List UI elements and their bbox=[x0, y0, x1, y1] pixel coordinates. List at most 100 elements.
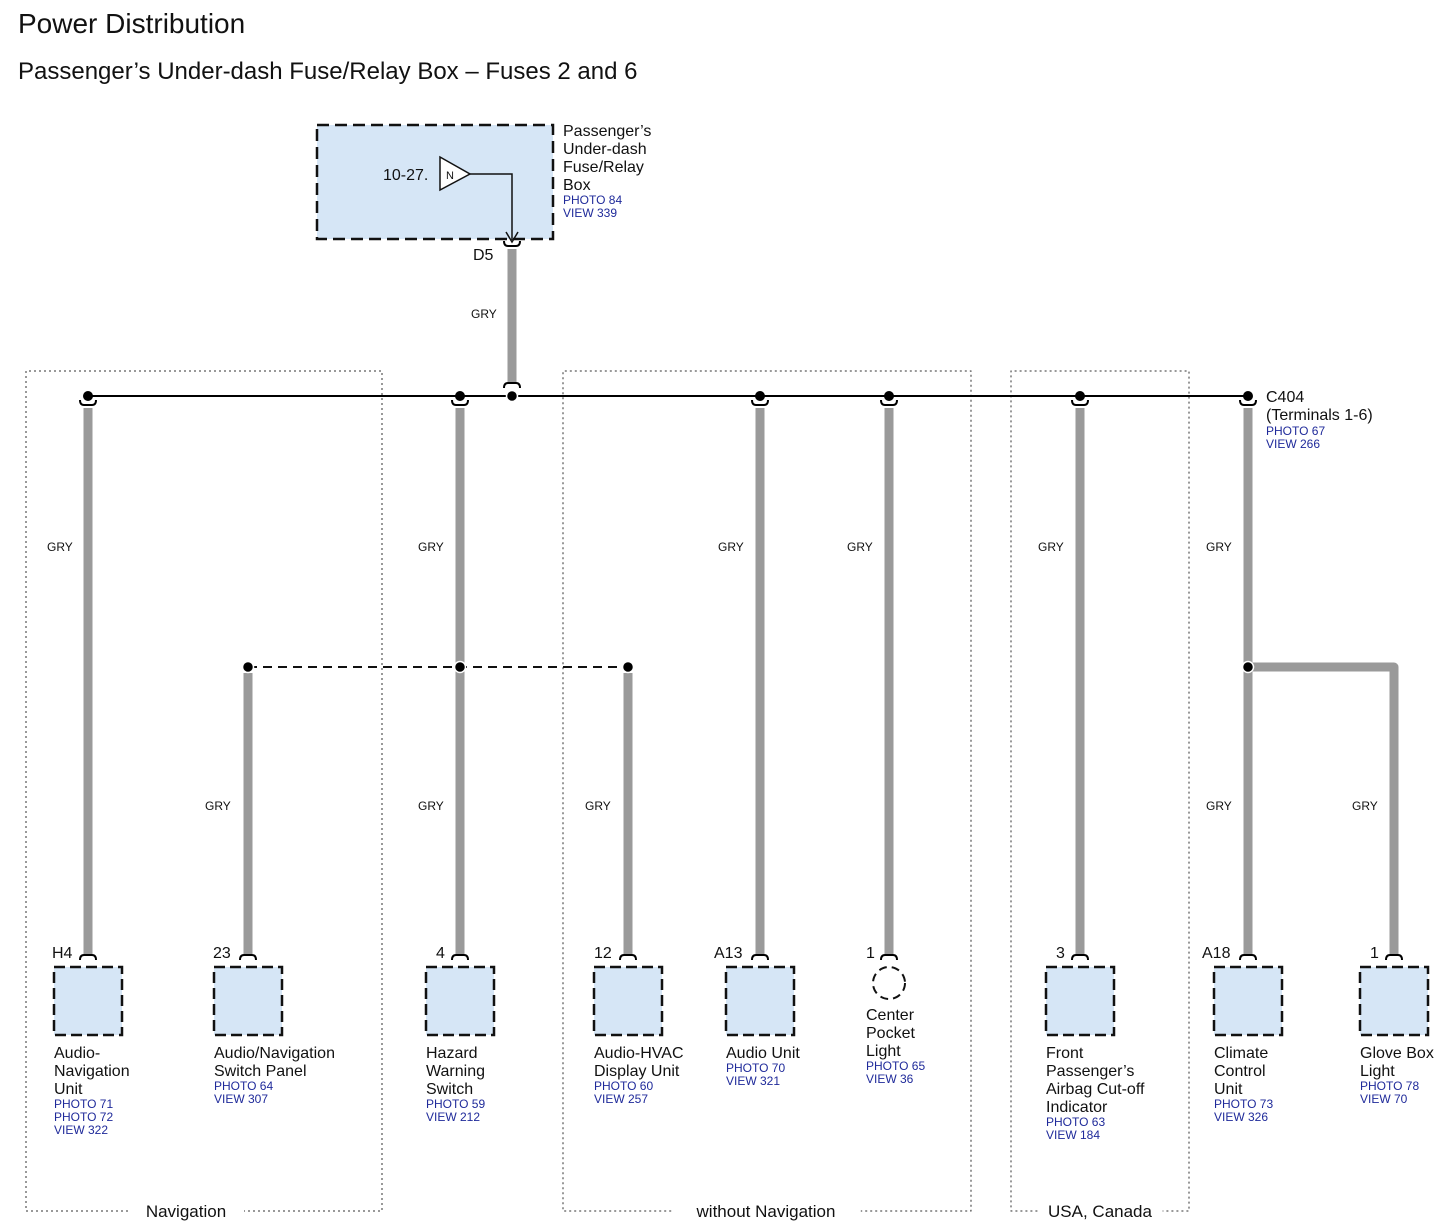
component-name-line: Control bbox=[1214, 1063, 1266, 1080]
component-pin-number: 1 bbox=[866, 945, 875, 962]
component-name-line: Pocket bbox=[866, 1025, 915, 1042]
source-letter: N bbox=[446, 170, 454, 182]
component-box bbox=[1044, 965, 1116, 1037]
bus-tap-pin-icon bbox=[451, 399, 469, 406]
component-name-line: Audio- bbox=[54, 1045, 100, 1062]
component-box bbox=[1358, 965, 1430, 1037]
component-ref-line: VIEW 36 bbox=[866, 1072, 914, 1086]
component-name-line: Switch bbox=[426, 1081, 473, 1098]
component-ref-line: VIEW 326 bbox=[1214, 1110, 1268, 1124]
component-ref-line: VIEW 322 bbox=[54, 1123, 108, 1137]
component-pin-number: 3 bbox=[1056, 945, 1065, 962]
component-box bbox=[724, 965, 796, 1037]
component-name-line: Hazard bbox=[426, 1045, 478, 1062]
connector-name: C404 bbox=[1266, 389, 1304, 406]
wire-color-label: GRY bbox=[1352, 799, 1378, 813]
bus-tap-pin-icon bbox=[751, 399, 769, 406]
wire-color-label: GRY bbox=[1206, 799, 1232, 813]
component-name-line: Airbag Cut-off bbox=[1046, 1081, 1145, 1098]
component-ref-line: PHOTO 70 bbox=[726, 1061, 785, 1075]
component-pin-number: 12 bbox=[594, 945, 612, 962]
wire-color-label: GRY bbox=[205, 799, 231, 813]
component-pin-number: H4 bbox=[52, 945, 73, 962]
component-box bbox=[212, 965, 284, 1037]
splice-dot bbox=[621, 660, 635, 674]
bus-tap-dot bbox=[884, 391, 894, 401]
component-pin-icon bbox=[751, 954, 769, 961]
splice-dot bbox=[241, 660, 255, 674]
bus-tap-dot bbox=[755, 391, 765, 401]
component-ref-line: PHOTO 78 bbox=[1360, 1079, 1419, 1093]
component-pin-icon bbox=[1239, 954, 1257, 961]
fuse-box-name-line: Passenger’s bbox=[563, 123, 651, 140]
component-name-line: Passenger’s bbox=[1046, 1063, 1134, 1080]
component-pin-icon bbox=[1071, 954, 1089, 961]
component-ref-line: PHOTO 71 bbox=[54, 1097, 113, 1111]
component-name-line: Audio Unit bbox=[726, 1045, 800, 1062]
component-pin-icon bbox=[619, 954, 637, 961]
bus-tap-pin-icon bbox=[880, 399, 898, 406]
arrow-icon bbox=[505, 231, 519, 244]
component-ref-line: VIEW 70 bbox=[1360, 1092, 1408, 1106]
component-pin-icon bbox=[880, 954, 898, 961]
fuse-box-ref-line: PHOTO 84 bbox=[563, 193, 622, 207]
component-ref-line: PHOTO 73 bbox=[1214, 1097, 1273, 1111]
component-name-line: Unit bbox=[1214, 1081, 1243, 1098]
component-pin-icon bbox=[451, 954, 469, 961]
page-subtitle: Passenger’s Under-dash Fuse/Relay Box – … bbox=[18, 58, 638, 85]
component-ref-line: PHOTO 59 bbox=[426, 1097, 485, 1111]
wire-color-label: GRY bbox=[471, 307, 497, 321]
fuse-link bbox=[470, 173, 513, 240]
bus-tap-dot bbox=[83, 391, 93, 401]
fuse-box-name-line: Fuse/Relay bbox=[563, 159, 644, 176]
nodes bbox=[52, 155, 1430, 1037]
component-ref-line: VIEW 307 bbox=[214, 1092, 268, 1106]
component-name-line: Glove Box bbox=[1360, 1045, 1434, 1062]
component-name-line: Navigation bbox=[54, 1063, 130, 1080]
component-name-line: Indicator bbox=[1046, 1099, 1108, 1116]
wire-color-label: GRY bbox=[418, 540, 444, 554]
component-ref-line: PHOTO 64 bbox=[214, 1079, 273, 1093]
glove-box-branch-wire bbox=[1248, 662, 1399, 954]
component-pin-icon bbox=[79, 954, 97, 961]
page-title: Power Distribution bbox=[18, 8, 246, 39]
component-name-line: Display Unit bbox=[594, 1063, 680, 1080]
option-groups bbox=[25, 123, 1190, 1212]
fuse-box-pin-icon bbox=[503, 240, 521, 247]
component-pin-icon bbox=[1385, 954, 1403, 961]
component-box bbox=[1212, 965, 1284, 1037]
component-name-line: Light bbox=[1360, 1063, 1395, 1080]
fuse-box-ref-line: VIEW 339 bbox=[563, 206, 617, 220]
wire-color-label: GRY bbox=[418, 799, 444, 813]
bus-tap-pin-icon bbox=[1239, 399, 1257, 406]
component-box bbox=[424, 965, 496, 1037]
connector-terminals: (Terminals 1-6) bbox=[1266, 407, 1373, 424]
bus-tap-pin-icon bbox=[79, 399, 97, 406]
component-pin-number: 23 bbox=[213, 945, 231, 962]
wire-color-label: GRY bbox=[718, 540, 744, 554]
component-ref-line: PHOTO 65 bbox=[866, 1059, 925, 1073]
bus-splice-dot bbox=[505, 389, 519, 403]
component-name-line: Climate bbox=[1214, 1045, 1268, 1062]
group-label-without-navigation: without Navigation bbox=[696, 1202, 836, 1221]
group-box-usa-canada bbox=[1010, 370, 1190, 1212]
component-name-line: Center bbox=[866, 1007, 915, 1024]
wire-color-label: GRY bbox=[847, 540, 873, 554]
component-name-line: Warning bbox=[426, 1063, 485, 1080]
bus-tap-dot bbox=[1075, 391, 1085, 401]
bus-tap-dot bbox=[1243, 391, 1253, 401]
source-triangle-icon bbox=[439, 155, 472, 192]
connector-ref-line: VIEW 266 bbox=[1266, 437, 1320, 451]
component-pin-number: 4 bbox=[436, 945, 445, 962]
bulb-icon bbox=[872, 966, 906, 1000]
group-label-navigation: Navigation bbox=[146, 1202, 226, 1221]
splice-dot bbox=[1241, 660, 1255, 674]
wires bbox=[83, 249, 1399, 954]
fuse-box-terminal: D5 bbox=[473, 247, 494, 264]
component-pin-number: A13 bbox=[714, 945, 743, 962]
component-ref-line: VIEW 212 bbox=[426, 1110, 480, 1124]
bus-tap-pin-icon bbox=[1071, 399, 1089, 406]
component-pin-number: A18 bbox=[1202, 945, 1231, 962]
wire-color-label: GRY bbox=[585, 799, 611, 813]
bus-feed-pin-icon bbox=[503, 382, 521, 389]
